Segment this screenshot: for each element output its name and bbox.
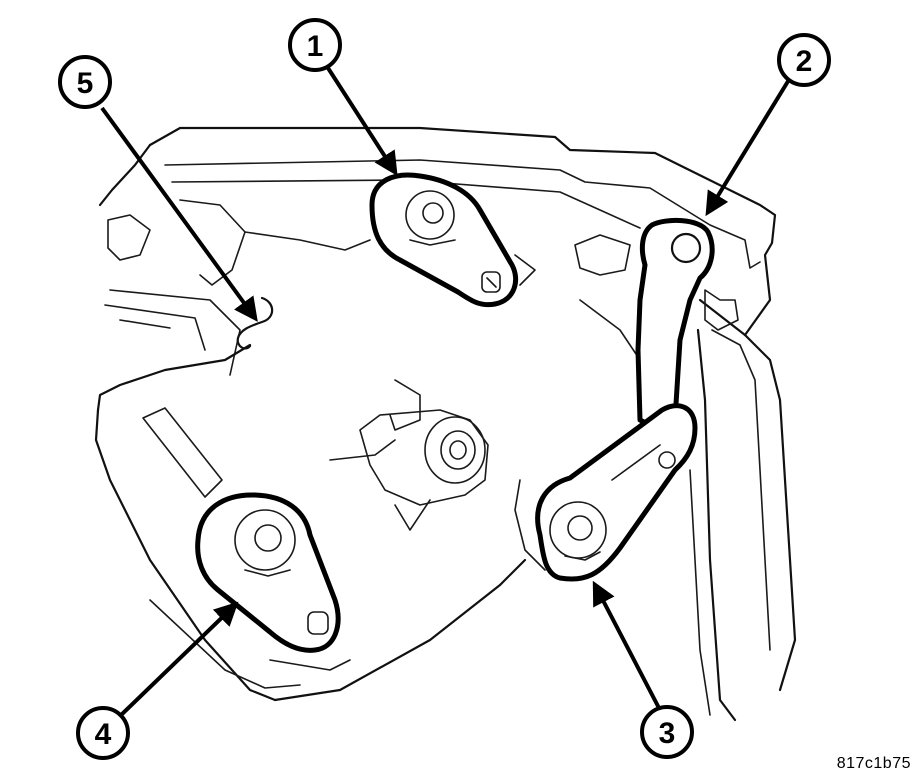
lower-link-cam <box>535 403 698 582</box>
lower-hinge-cam <box>195 492 341 653</box>
figure-id-label: 817c1b75 <box>836 755 911 772</box>
callout-1: 1 <box>288 18 342 72</box>
leader-lines <box>100 66 792 720</box>
hinge-link-arm <box>635 217 715 428</box>
callout-5-number: 5 <box>77 67 94 100</box>
panel-housing <box>94 126 777 702</box>
callout-2: 2 <box>777 33 831 87</box>
callout-1-number: 1 <box>307 30 324 63</box>
spring-clip <box>236 296 274 350</box>
callout-4-number: 4 <box>95 718 112 751</box>
callout-3: 3 <box>640 705 694 759</box>
callout-4: 4 <box>76 706 130 760</box>
callout-2-number: 2 <box>796 45 813 78</box>
callout-5: 5 <box>58 55 112 109</box>
center-actuator <box>329 379 489 531</box>
upper-hinge-cam <box>369 172 519 308</box>
vertical-rail <box>689 289 797 722</box>
callout-3-number: 3 <box>659 717 676 750</box>
